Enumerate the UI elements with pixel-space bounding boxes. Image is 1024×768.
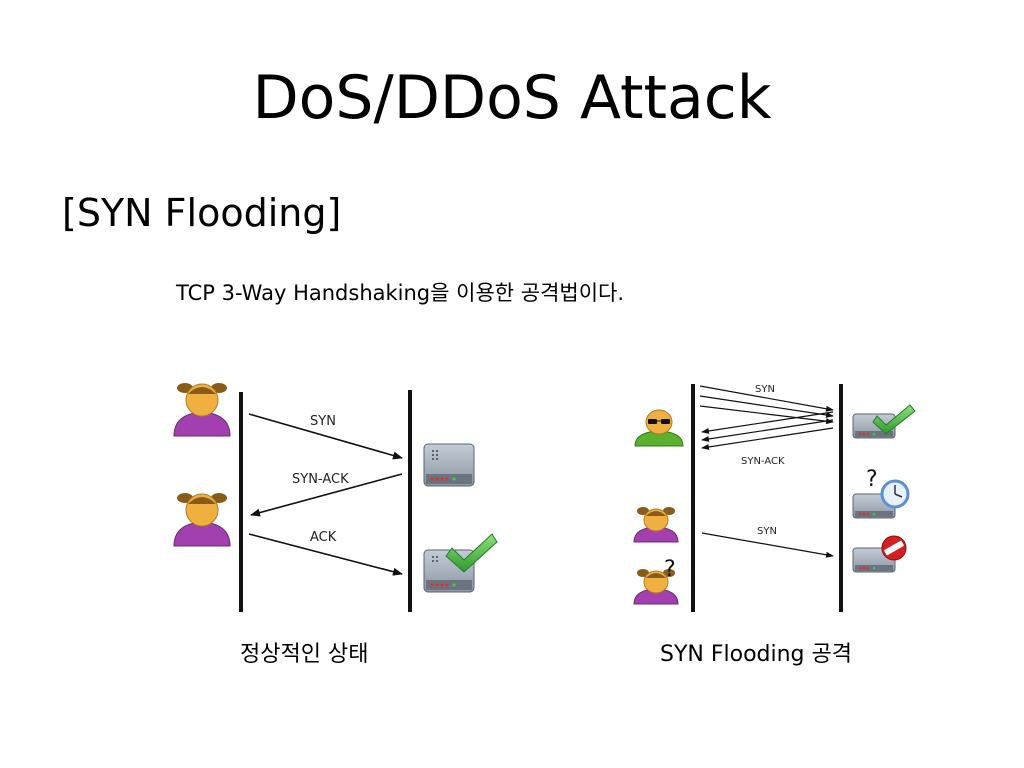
syn-ack-label: SYN-ACK xyxy=(741,456,785,467)
syn-ack-label: SYN-ACK xyxy=(292,472,349,487)
normal-state-caption: 정상적인 상태 xyxy=(240,642,369,667)
error-icon xyxy=(881,535,907,561)
syn-label: SYN xyxy=(757,526,777,537)
syn-flood-arrow xyxy=(699,405,834,425)
syn-flooding-caption: SYN Flooding 공격 xyxy=(660,642,852,667)
attacker-icon xyxy=(634,409,684,447)
ack-arrow xyxy=(248,533,403,576)
syn-flood-arrow xyxy=(699,395,834,418)
syn-flooding-attack-diagram: SYN SYN-ACK ? xyxy=(633,384,916,612)
client-person-icon xyxy=(173,383,231,437)
page-title: DoS/DDoS Attack xyxy=(252,63,772,133)
syn-ack-arrow xyxy=(250,473,403,517)
client-person-icon xyxy=(173,493,231,547)
syn-flood-arrow xyxy=(699,385,834,412)
section-heading: [SYN Flooding] xyxy=(62,191,342,235)
check-icon xyxy=(445,533,498,573)
clock-icon xyxy=(880,479,910,509)
server-icon xyxy=(423,443,475,487)
question-mark: ? xyxy=(866,467,878,492)
description-text: TCP 3-Way Handshaking을 이용한 공격법이다. xyxy=(176,281,625,305)
client-person-icon xyxy=(633,569,679,605)
client-person-icon xyxy=(633,507,679,543)
check-icon xyxy=(872,404,916,435)
syn-label: SYN xyxy=(310,414,336,429)
syn-ack-arrow xyxy=(701,411,834,434)
syn-ack-arrow xyxy=(701,427,834,450)
syn-label: SYN xyxy=(755,384,775,395)
syn-arrow xyxy=(248,413,403,460)
syn-arrow xyxy=(701,532,834,558)
normal-handshake-diagram: SYN SYN-ACK ACK xyxy=(173,383,498,612)
question-mark: ? xyxy=(664,557,676,582)
ack-label: ACK xyxy=(310,530,337,545)
syn-ack-arrow xyxy=(701,419,834,442)
